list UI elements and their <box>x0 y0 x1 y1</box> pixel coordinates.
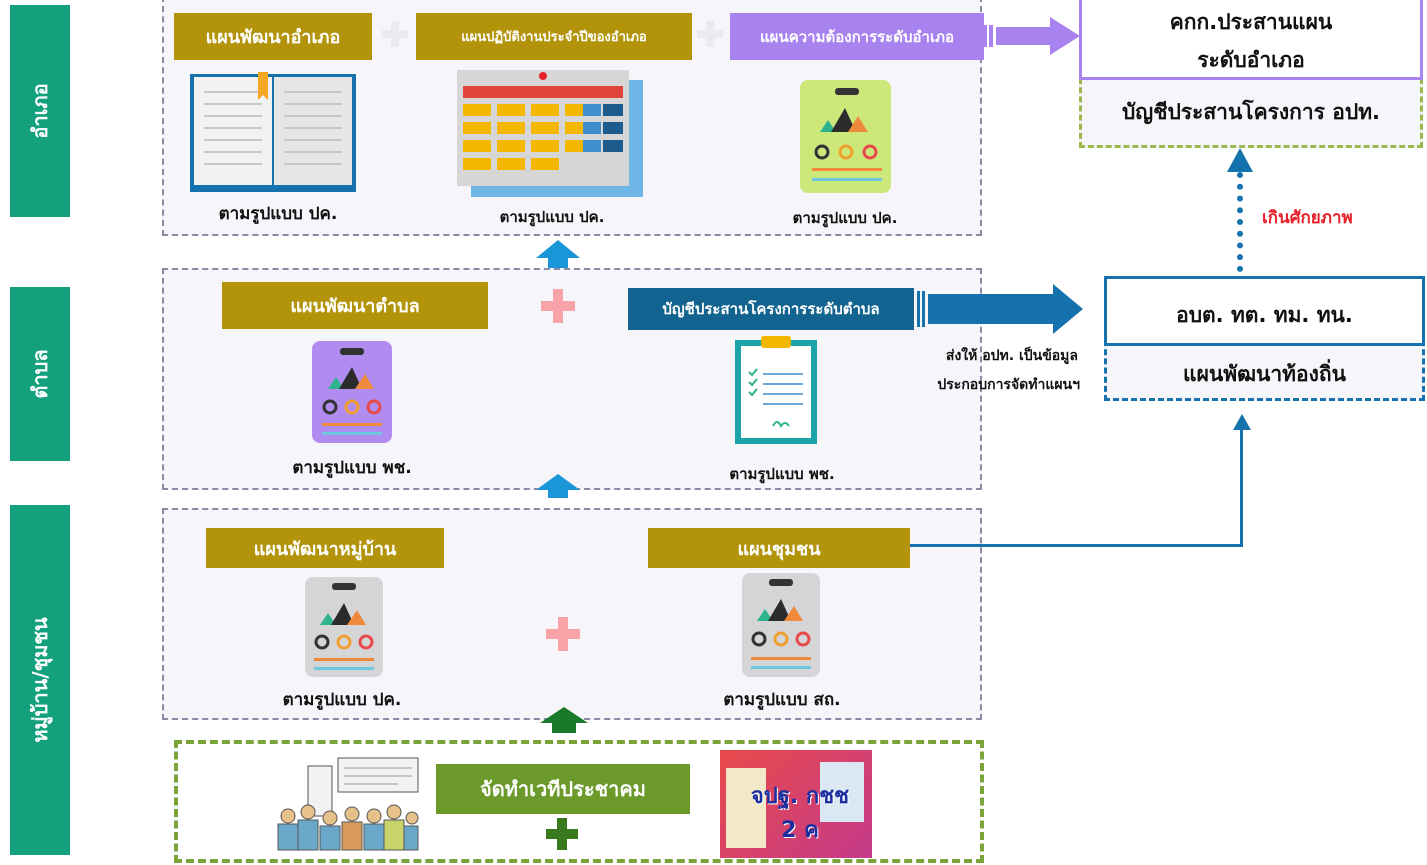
side-label-subdistrict: ตำบล <box>10 287 70 461</box>
district-caption-2: ตามรูปแบบ ปค. <box>499 208 605 226</box>
local-org-label: อบต. ทต. ทม. ทน. <box>1176 303 1353 327</box>
district-plan-label: แผนพัฒนาอำเภอ <box>174 13 372 60</box>
up-arrow-icon-body <box>552 723 576 733</box>
poster-title: จปฐ. กชช 2 ค <box>750 784 850 843</box>
plus-icon-v <box>553 289 563 323</box>
beyond-capacity-label: เกินศักยภาพ <box>1262 208 1353 228</box>
beyond-capacity-arrow-head <box>1227 148 1253 172</box>
community-plan-label: แผนชุมชน <box>648 528 910 568</box>
local-org-box <box>1104 276 1425 346</box>
community-forum-illustration <box>277 757 419 851</box>
district-needs-plan-label: แผนความต้องการระดับอำเภอ <box>730 13 984 60</box>
local-plan-label: แผนพัฒนาท้องถิ่น <box>1183 362 1346 386</box>
poster-panel <box>726 768 766 848</box>
plus-icon-v <box>557 818 567 850</box>
arrow-needs-to-committee-shaft <box>989 25 993 47</box>
arrow-needs-to-committee-head <box>1050 17 1080 55</box>
arrow-needs-to-committee-shaft <box>996 27 1051 45</box>
village-caption-1: ตามรูปแบบ ปค. <box>282 690 402 710</box>
side-label-village: หมู่บ้าน/ชุมชน <box>10 505 70 855</box>
committee-line-1: คกก.ประสานแผน <box>1169 10 1333 34</box>
faint-plus-icon-v <box>391 21 399 47</box>
jpt-gchch-poster: จปฐ. กชช 2 ค <box>720 750 872 858</box>
subdistrict-caption-1: ตามรูปแบบ พช. <box>292 458 412 478</box>
clipboard-icon <box>735 336 817 444</box>
arrow-to-local-org-shaft <box>922 291 925 327</box>
open-book-icon <box>190 72 356 192</box>
district-caption-3: ตามรูปแบบ ปค. <box>792 209 898 227</box>
community-connector-head <box>1233 414 1251 430</box>
district-caption-1: ตามรูปแบบ ปค. <box>218 204 338 224</box>
badge-chart-icon <box>800 80 891 193</box>
beyond-capacity-dotted-arrow <box>1237 172 1243 272</box>
side-label-district: อำเภอ <box>10 5 70 217</box>
arrow-to-local-org-head <box>1053 284 1083 334</box>
badge-chart-icon <box>742 573 820 677</box>
up-arrow-icon <box>536 240 580 258</box>
committee-box <box>1079 0 1423 80</box>
forum-label: จัดทำเวทีประชาคม <box>436 764 690 814</box>
district-annual-plan-label: แผนปฏิบัติงานประจำปีของอำเภอ <box>416 13 692 60</box>
plus-icon-v <box>558 617 568 651</box>
badge-chart-icon <box>305 577 383 677</box>
village-plan-label: แผนพัฒนาหมู่บ้าน <box>206 528 444 568</box>
send-to-local-line-1: ส่งให้ อปท. เป็นข้อมูล <box>945 348 1078 364</box>
subdistrict-caption-2: ตามรูปแบบ พช. <box>729 465 835 483</box>
up-arrow-icon-body <box>548 490 568 498</box>
project-list-district: บัญชีประสานโครงการ อปท. <box>1121 100 1381 124</box>
community-connector-h <box>910 544 1243 547</box>
arrow-to-local-org-shaft <box>928 294 1054 324</box>
subdistrict-project-list-label: บัญชีประสานโครงการระดับตำบล <box>628 288 914 330</box>
send-to-local-line-2: ประกอบการจัดทำแผนฯ <box>937 377 1080 393</box>
community-connector-v <box>1240 428 1243 547</box>
calendar-icon <box>457 70 643 197</box>
faint-plus-icon-v <box>706 21 714 47</box>
arrow-to-local-org-shaft <box>917 291 920 327</box>
up-arrow-icon <box>536 474 580 490</box>
committee-line-2: ระดับอำเภอ <box>1197 48 1305 72</box>
badge-chart-icon <box>312 341 392 443</box>
arrow-needs-to-committee-shaft <box>983 25 987 47</box>
subdistrict-plan-label: แผนพัฒนาตำบล <box>222 282 488 329</box>
poster-panel <box>820 762 864 822</box>
up-arrow-icon-body <box>548 258 568 268</box>
up-arrow-icon <box>540 707 588 723</box>
village-caption-2: ตามรูปแบบ สถ. <box>723 690 841 710</box>
